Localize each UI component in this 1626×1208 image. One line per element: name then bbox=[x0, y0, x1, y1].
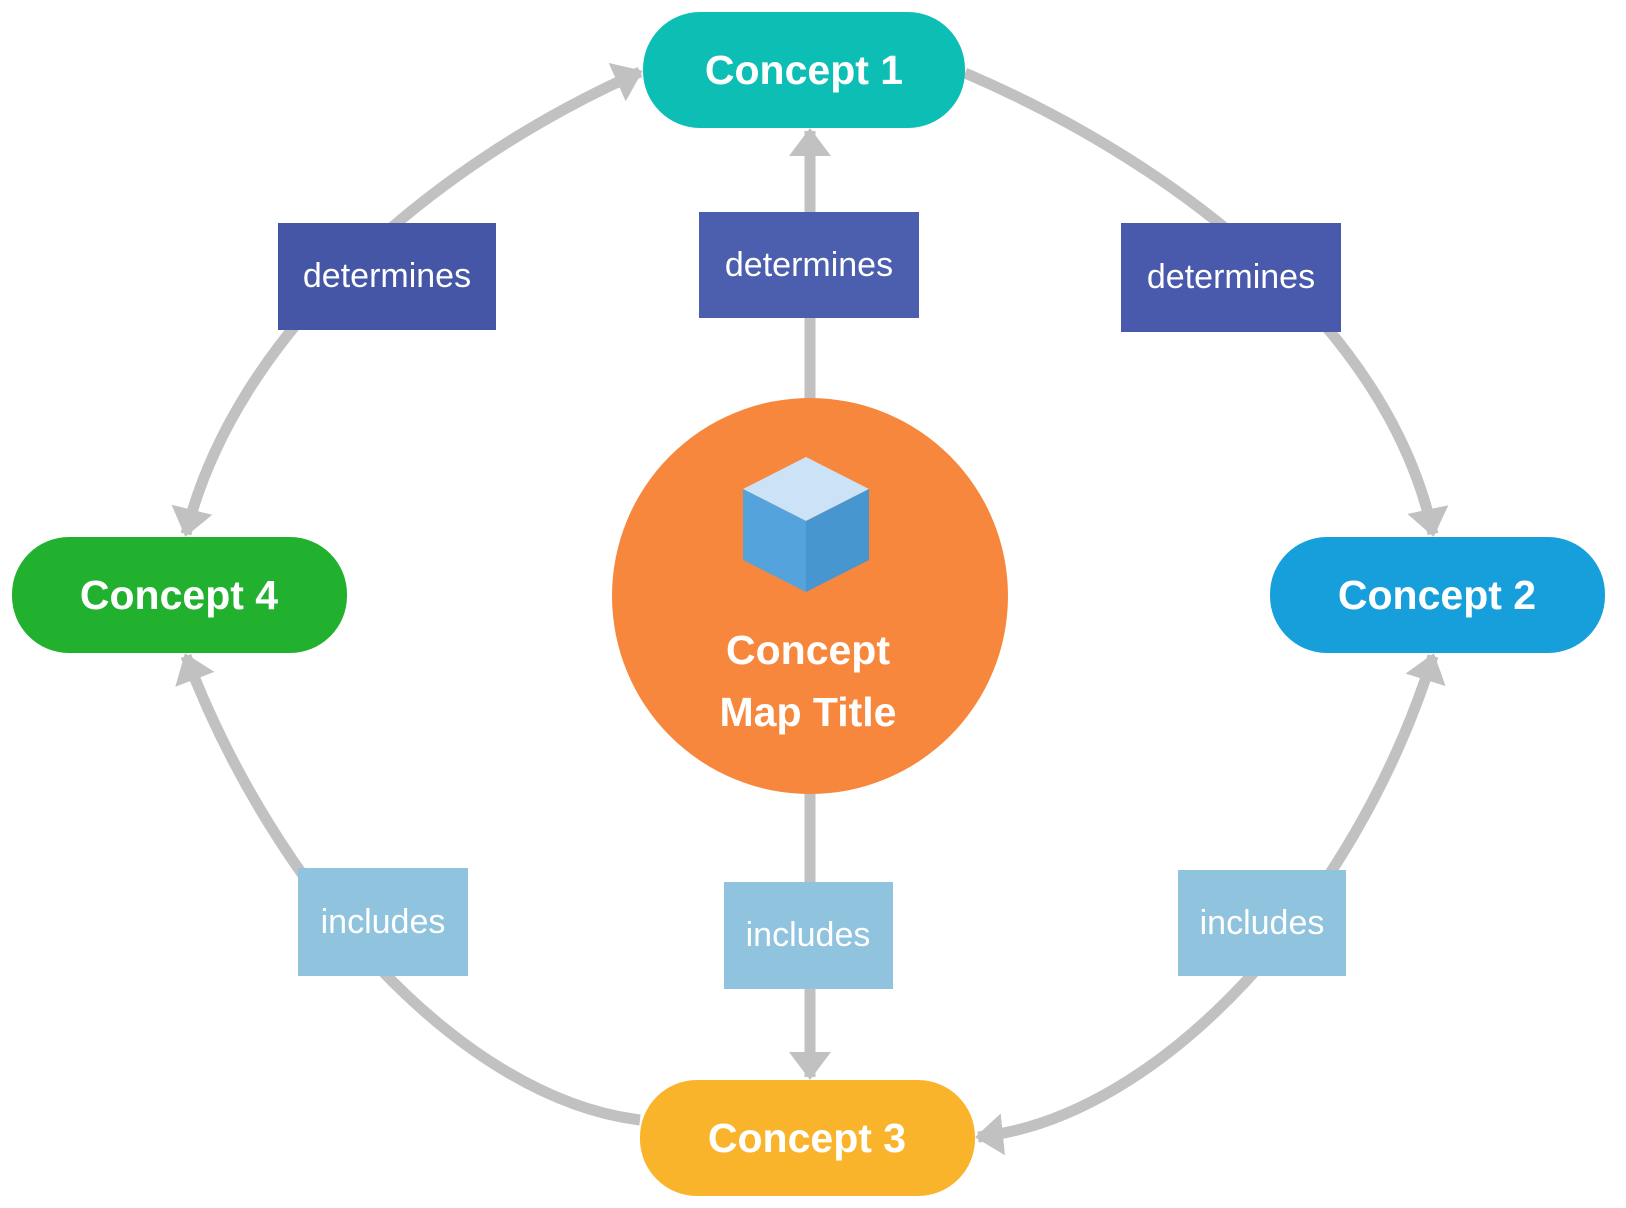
edge-label-includes-right: includes bbox=[1178, 870, 1346, 976]
edge-label-text: determines bbox=[303, 257, 471, 295]
edge-label-determines-center: determines bbox=[699, 212, 919, 318]
node-concept-3-label: Concept 3 bbox=[708, 1115, 906, 1161]
edge-label-box bbox=[1121, 223, 1341, 332]
cube-left-face bbox=[743, 489, 806, 592]
cube-icon bbox=[743, 457, 869, 592]
node-concept-4-label: Concept 4 bbox=[80, 572, 278, 618]
node-concept-1-label: Concept 1 bbox=[705, 47, 903, 93]
center-title-line2: Map Title bbox=[720, 689, 897, 735]
edge-label-box bbox=[724, 882, 893, 989]
node-concept-4-shape bbox=[12, 537, 347, 653]
edge-label-text: includes bbox=[321, 903, 446, 941]
node-concept-4: Concept 4 bbox=[12, 537, 347, 653]
edge-label-includes-center: includes bbox=[724, 882, 893, 989]
edge-label-text: includes bbox=[746, 916, 871, 954]
edge-label-box bbox=[1178, 870, 1346, 976]
cube-right-face bbox=[806, 489, 869, 592]
edge-label-box bbox=[278, 223, 496, 330]
edge-label-text: includes bbox=[1200, 904, 1325, 942]
node-concept-3: Concept 3 bbox=[640, 1080, 975, 1196]
node-concept-2: Concept 2 bbox=[1270, 537, 1605, 653]
node-concept-2-shape bbox=[1270, 537, 1605, 653]
node-concept-2-label: Concept 2 bbox=[1338, 572, 1536, 618]
edge-label-text: determines bbox=[1147, 258, 1315, 296]
node-concept-1: Concept 1 bbox=[643, 12, 965, 128]
center-title-line1: Concept bbox=[726, 627, 890, 673]
edge-label-includes-left: includes bbox=[298, 868, 468, 976]
node-concept-3-shape bbox=[640, 1080, 975, 1196]
edge-label-box bbox=[699, 212, 919, 318]
edge-c2-to-c3-curve bbox=[975, 653, 1446, 1156]
center-circle bbox=[612, 398, 1008, 794]
edge-label-determines-left: determines bbox=[278, 223, 496, 330]
edge-label-box bbox=[298, 868, 468, 976]
edge-label-determines-right: determines bbox=[1121, 223, 1341, 332]
edge-label-text: determines bbox=[725, 246, 893, 284]
node-concept-1-shape bbox=[643, 12, 965, 128]
center-topic: Concept Map Title bbox=[612, 398, 1008, 794]
